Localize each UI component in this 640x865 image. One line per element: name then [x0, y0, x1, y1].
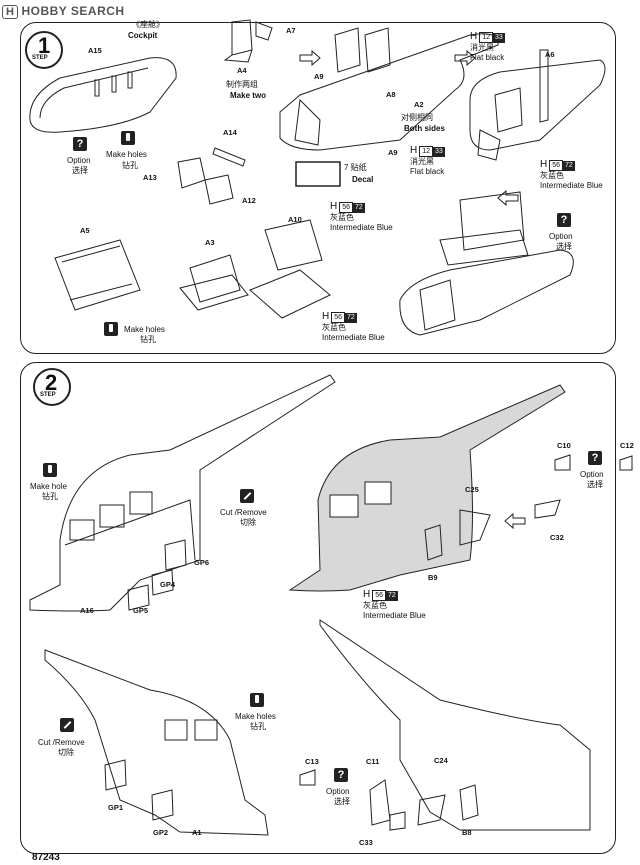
- cut-remove-label: Cut /Remove: [38, 738, 85, 747]
- part-label: C13: [305, 757, 319, 766]
- decal-zh: 7 贴纸: [344, 163, 367, 172]
- step2-number: 2: [45, 370, 58, 395]
- part-label: A2: [414, 100, 424, 109]
- part-label: A9: [388, 148, 398, 157]
- make-holes-zh: 钻孔: [140, 335, 156, 344]
- cut-icon: [60, 718, 74, 732]
- option-label: Option: [580, 470, 604, 479]
- make-holes-label: Make holes: [124, 325, 165, 334]
- part-label: A1: [192, 828, 202, 837]
- cockpit-title-zh: 《座舱》: [132, 20, 164, 29]
- step2-word: STEP: [40, 392, 56, 398]
- part-label: A9: [314, 72, 324, 81]
- make-holes-zh: 钻孔: [250, 722, 266, 731]
- make-holes-label: Make holes: [106, 150, 147, 159]
- step1-number: 1: [38, 33, 51, 58]
- part-label: GP2: [153, 828, 169, 837]
- both-sides-zh: 对侧相同: [401, 113, 433, 122]
- part-label: GP4: [160, 580, 176, 589]
- part-label: A10: [288, 215, 302, 224]
- part-label: GP1: [108, 803, 124, 812]
- both-sides-en: Both sides: [404, 124, 445, 133]
- option-icon: ?: [557, 213, 571, 227]
- step2-panel: [20, 362, 616, 854]
- option-label: Option: [326, 787, 350, 796]
- part-label: C12: [620, 441, 634, 450]
- part-label: C24: [434, 756, 448, 765]
- make-holes-label: Make holes: [235, 712, 276, 721]
- drill-icon: [43, 463, 57, 477]
- part-label: C25: [465, 485, 479, 494]
- option-label: Option: [67, 156, 91, 165]
- step1-word: STEP: [32, 55, 48, 61]
- part-label: A16: [80, 606, 94, 615]
- make-hole-zh: 钻孔: [42, 492, 58, 501]
- option-icon: ?: [73, 137, 87, 151]
- option-label-zh: 选择: [72, 166, 88, 175]
- page-number: 87243: [32, 852, 60, 863]
- option-label-zh: 选择: [556, 242, 572, 251]
- drill-icon: [250, 693, 264, 707]
- make-two-zh: 制作两组: [226, 80, 258, 89]
- part-label: A5: [80, 226, 90, 235]
- drill-icon: [121, 131, 135, 145]
- part-label: A8: [386, 90, 396, 99]
- part-label: GP5: [133, 606, 149, 615]
- cut-remove-zh: 切除: [58, 748, 74, 757]
- make-two-en: Make two: [230, 91, 267, 100]
- part-label: B8: [462, 828, 472, 837]
- part-label: B9: [428, 573, 438, 582]
- part-label: A4: [237, 66, 247, 75]
- part-label: A3: [205, 238, 215, 247]
- cut-remove-label: Cut /Remove: [220, 508, 267, 517]
- option-label-zh: 选择: [334, 797, 350, 806]
- option-label: Option: [549, 232, 573, 241]
- part-label: A6: [545, 50, 555, 59]
- part-label: A13: [143, 173, 157, 182]
- part-label: A15: [88, 46, 102, 55]
- option-icon: ?: [588, 451, 602, 465]
- cut-remove-zh: 切除: [240, 518, 256, 527]
- part-label: A12: [242, 196, 256, 205]
- part-label: C10: [557, 441, 571, 450]
- part-label: C32: [550, 533, 564, 542]
- part-label: A14: [223, 128, 237, 137]
- decal-en: Decal: [352, 175, 374, 184]
- drill-icon: [104, 322, 118, 336]
- part-label: C33: [359, 838, 373, 847]
- part-label: GP6: [194, 558, 210, 567]
- cockpit-title-en: Cockpit: [128, 31, 158, 40]
- part-label: C11: [366, 757, 380, 766]
- step1-panel: [20, 22, 616, 354]
- cut-icon: [240, 489, 254, 503]
- part-label: A7: [286, 26, 296, 35]
- option-label-zh: 选择: [587, 480, 603, 489]
- option-icon: ?: [334, 768, 348, 782]
- make-hole-label: Make hole: [30, 482, 67, 491]
- make-holes-zh: 钻孔: [122, 161, 138, 170]
